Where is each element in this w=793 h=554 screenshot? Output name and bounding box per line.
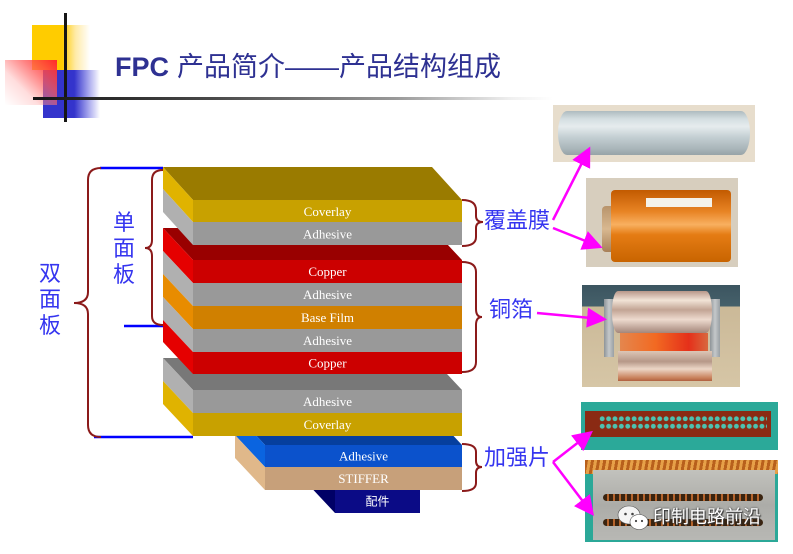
copper-upper-side-face [163,228,193,283]
copper-foil-roll [612,291,712,333]
page-title: FPC 产品简介——产品结构组成 [115,50,501,84]
layer-bottom-coverlay [193,413,462,436]
layer-stiffer [265,467,462,490]
stiffener-strip [585,411,771,437]
base-film-side-face [163,274,193,329]
layer-label: Base Film [301,310,354,325]
coverlay-label: 覆盖膜 [484,209,551,234]
copper-foil-unrolled [618,351,712,381]
stiffener-group: Adhesive STIFFER [235,413,462,490]
title-deco-vertical-line [64,13,67,122]
top-adhesive-side-face [163,189,193,245]
single-sided-brace [144,169,164,326]
layer-bottom-adhesive [193,390,462,413]
stiffer-side-face [235,435,265,490]
plate-slot-lower [603,519,763,526]
copper-foil-brace [461,261,483,373]
copper-foil-label: 铜箔 [489,298,534,323]
coverlay-group-top: Coverlay Adhesive [163,167,462,245]
coverlay-group-bottom: Adhesive Coverlay [163,358,462,436]
title-underline [33,97,553,100]
accessory-block: 配件 [305,458,420,513]
stiffener-brace [461,443,483,492]
single-sided-label: 单面板 [112,211,135,288]
copper-top-face [163,228,462,260]
layer-adhesive-upper [193,283,462,306]
layer-label: Adhesive [303,227,352,242]
layer-stiffener-adhesive [265,445,462,467]
adhesive-lower-side-face [163,297,193,352]
top-coverlay-top-face [163,167,462,200]
layer-label: Adhesive [339,449,388,464]
bottom-adhesive-top-face [163,358,462,390]
stiffener-steel-photo [585,460,778,542]
layer-top-coverlay [193,200,462,222]
accessory-label: 配件 [365,495,389,509]
layer-label: STIFFER [338,471,389,486]
wechat-icon [617,505,649,530]
layer-label: Adhesive [303,287,352,302]
coverlay-roll-gray-photo [553,105,755,162]
title-prefix: FPC [115,52,169,82]
bottom-adhesive-side-face [163,358,193,413]
layer-adhesive-lower [193,329,462,352]
stiffener-holes [599,415,767,430]
layer-label: Coverlay [304,204,352,219]
layer-label: Adhesive [303,394,352,409]
double-sided-brace [73,167,102,438]
layer-label: Adhesive [303,333,352,348]
layer-copper-lower [193,352,462,374]
coverlay-roll-orange-photo [586,178,738,267]
stiffener-label: 加强片 [484,446,551,471]
roll-stand-left [604,299,614,357]
plate-slot-upper [603,494,763,501]
layer-base-film [193,306,462,329]
stiffener-adhesive-side-face [235,413,265,467]
double-sided-label: 双面板 [38,262,61,339]
coverlay-brace [461,199,484,247]
copper-group: Copper Adhesive Base Film Adhesive Coppe… [163,228,462,374]
steel-stiffener-plate [593,470,775,540]
copper-lower-side-face [163,320,193,374]
copper-foil-sheet [620,333,708,351]
watermark-text: 印制电路前沿 [653,507,761,527]
bottom-coverlay-side-face [163,381,193,436]
layer-label: Copper [308,356,347,371]
gray-film-tube [558,111,750,155]
roll-stand-right [710,299,720,357]
adhesive-upper-side-face [163,251,193,306]
layer-copper-upper [193,260,462,283]
layer-label: Copper [308,264,347,279]
stiffener-adhesive-top-face [235,413,462,445]
layer-top-adhesive [193,222,462,245]
accessory-front-face [335,490,420,513]
accessory-side-face [305,458,335,513]
stiffener-fr4-photo [581,402,778,450]
layer-label: Coverlay [304,417,352,432]
title-main: 产品简介——产品结构组成 [177,52,501,82]
copper-foil-roll-photo [582,285,740,387]
top-coverlay-side-face [163,167,193,222]
roll-label-sticker [646,198,712,207]
